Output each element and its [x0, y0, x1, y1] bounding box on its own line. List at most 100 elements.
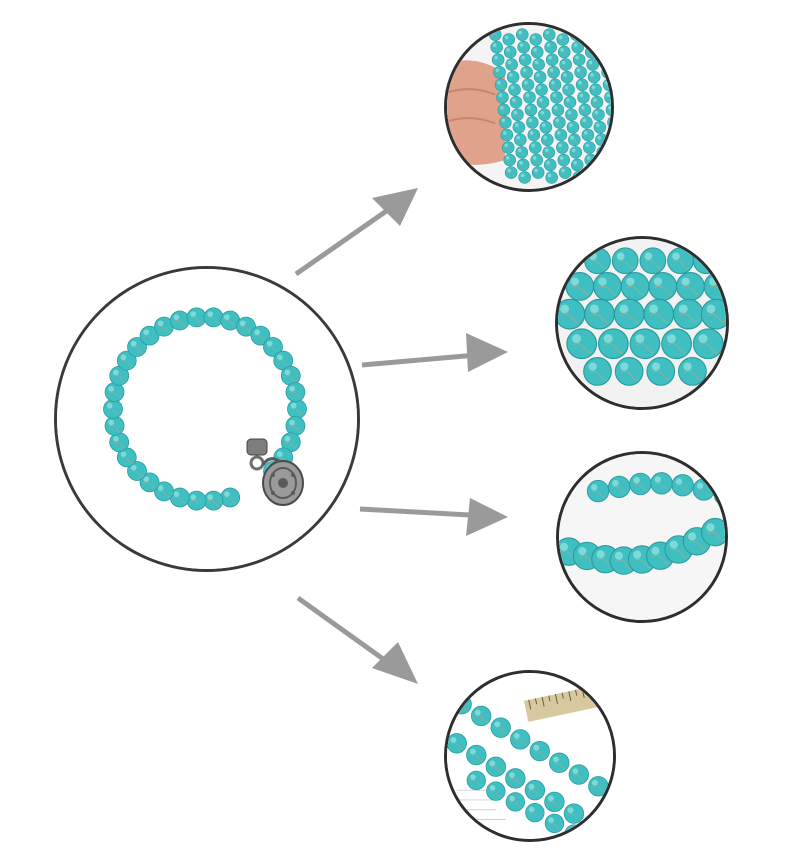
turquoise-bead — [648, 272, 678, 301]
turquoise-bead — [285, 416, 306, 436]
turquoise-bead — [574, 65, 587, 79]
turquoise-bead — [466, 770, 486, 791]
turquoise-bead — [566, 120, 580, 134]
turquoise-bead — [520, 65, 533, 79]
turquoise-bead — [671, 474, 694, 497]
turquoise-bead — [599, 171, 611, 184]
turquoise-bead — [610, 144, 611, 151]
turquoise-bead — [597, 328, 629, 360]
turquoise-bead — [518, 171, 531, 184]
bead-cluster-illustration — [558, 239, 726, 407]
turquoise-bead — [488, 28, 502, 41]
turquoise-bead — [560, 70, 574, 84]
turquoise-bead — [584, 45, 598, 59]
turquoise-bead — [523, 91, 536, 104]
bead-cluster — [558, 247, 726, 386]
turquoise-bead — [518, 53, 532, 66]
turquoise-bead — [571, 40, 584, 54]
turquoise-bead — [525, 802, 545, 823]
turquoise-bead — [493, 65, 506, 79]
strands-ruler-illustration — [447, 673, 613, 839]
turquoise-bead — [490, 717, 511, 738]
turquoise-bead — [605, 103, 611, 117]
turquoise-bead — [203, 490, 224, 511]
turquoise-bead — [544, 813, 565, 834]
turquoise-bead — [524, 780, 546, 801]
turquoise-bead — [529, 33, 543, 46]
turquoise-bead — [597, 158, 611, 172]
turquoise-bead — [692, 247, 720, 275]
turquoise-bead — [466, 744, 487, 766]
turquoise-bead — [103, 399, 123, 419]
turquoise-bead — [517, 40, 530, 54]
turquoise-bead — [203, 307, 224, 328]
turquoise-bead — [673, 298, 704, 330]
turquoise-bead — [486, 781, 506, 801]
turquoise-bead — [646, 357, 676, 386]
detail-image-strands-hand — [444, 22, 614, 192]
arrow-right-icon — [361, 333, 508, 372]
bracelet-image — [54, 266, 360, 572]
turquoise-bead — [116, 447, 137, 468]
turquoise-bead — [527, 128, 541, 142]
turquoise-bead — [590, 95, 604, 109]
arrow-right-icon — [296, 595, 418, 684]
turquoise-bead — [639, 247, 667, 275]
turquoise-bead — [700, 298, 726, 330]
turquoise-bead — [471, 705, 492, 727]
detail-image-strands-ruler — [444, 670, 616, 842]
turquoise-bead — [570, 158, 584, 172]
turquoise-bead — [515, 146, 529, 159]
turquoise-bead — [556, 33, 570, 46]
turquoise-bead — [587, 70, 601, 84]
turquoise-bead — [451, 694, 472, 715]
turquoise-bead — [676, 272, 705, 301]
turquoise-bead — [557, 45, 571, 59]
turquoise-bead — [280, 365, 301, 386]
turquoise-bead — [629, 472, 652, 496]
turquoise-bead — [558, 166, 572, 179]
turquoise-bead — [608, 475, 631, 499]
turquoise-bead — [531, 166, 545, 179]
turquoise-bead — [569, 146, 583, 159]
turquoise-bead — [285, 382, 306, 402]
turquoise-bead — [501, 141, 515, 154]
turquoise-bead — [504, 166, 518, 179]
turquoise-bead — [508, 83, 521, 96]
turquoise-bead — [154, 481, 174, 502]
turquoise-bead — [447, 683, 453, 702]
turquoise-bead — [558, 298, 586, 330]
turquoise-bead — [538, 108, 551, 121]
turquoise-bead — [532, 58, 545, 71]
turquoise-bead — [499, 116, 512, 129]
turquoise-bead — [565, 108, 578, 121]
turquoise-bead — [186, 490, 207, 511]
turquoise-bead — [678, 357, 707, 386]
turquoise-bead — [584, 247, 611, 275]
turquoise-bead — [599, 53, 611, 66]
turquoise-bead — [542, 146, 556, 159]
turquoise-bead — [514, 133, 527, 147]
turquoise-bead — [104, 416, 125, 436]
turquoise-bead — [236, 316, 256, 337]
turquoise-bead — [584, 298, 615, 330]
turquoise-bead — [116, 350, 137, 371]
turquoise-bead — [550, 91, 563, 104]
turquoise-bead — [505, 792, 526, 812]
turquoise-bead — [551, 103, 565, 117]
turquoise-bead — [139, 325, 160, 346]
arrow-right-icon — [294, 188, 418, 277]
turquoise-bead — [547, 65, 560, 79]
turquoise-bead — [597, 28, 610, 41]
curved-strand-illustration — [559, 454, 725, 620]
turquoise-bead — [581, 128, 595, 142]
turquoise-bead — [505, 58, 518, 71]
turquoise-bead — [543, 158, 557, 172]
turquoise-bead — [541, 133, 554, 147]
turquoise-bead — [542, 28, 556, 41]
turquoise-bead — [568, 133, 581, 147]
turquoise-bead — [521, 78, 535, 92]
turquoise-bead — [220, 487, 241, 508]
turquoise-bead — [701, 517, 725, 547]
